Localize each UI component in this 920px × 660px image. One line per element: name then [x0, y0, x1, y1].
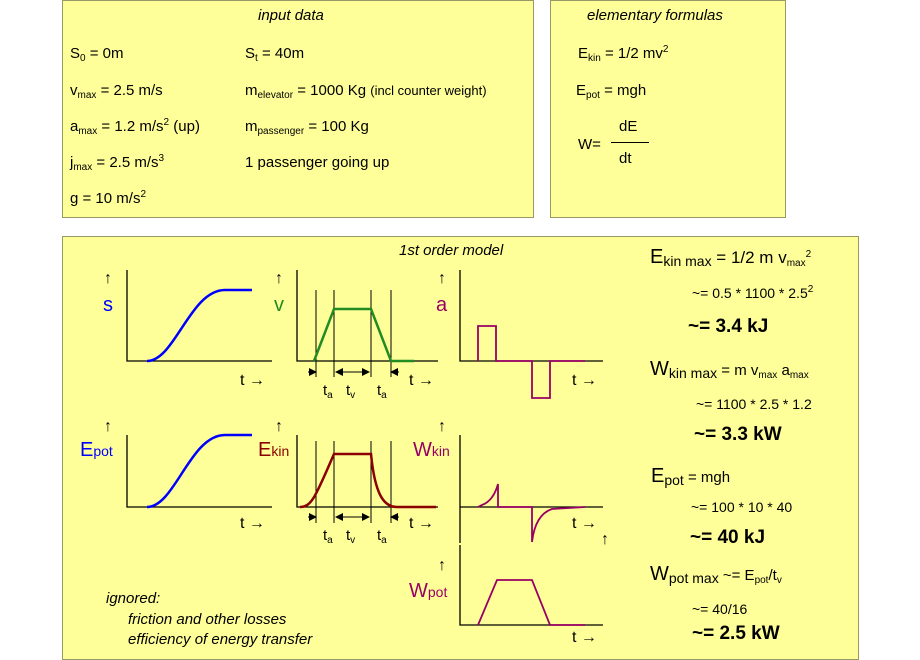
label-t-s: t →: [240, 372, 265, 389]
ignored-item-1: friction and other losses: [128, 611, 287, 628]
label-up-wpot: ↑: [438, 557, 446, 574]
label-wkin: Wkin: [413, 439, 450, 461]
passenger-note: 1 passenger going up: [245, 154, 390, 171]
label-wpot: Wpot: [409, 580, 448, 602]
formula-ekin: Ekin = 1/2 mv2: [578, 44, 669, 64]
epot-curve: [146, 433, 252, 509]
st-line: St = 40m: [245, 45, 305, 64]
formula-epot: Epot = mgh: [576, 82, 647, 101]
label-up-wkin-right: ↑: [601, 531, 609, 548]
label-up-a: ↑: [438, 270, 446, 287]
label-ta-1: ta: [323, 382, 333, 401]
axes-s: [126, 270, 272, 362]
formula-box: [550, 0, 786, 218]
formula-dt: dt: [619, 150, 632, 167]
result-wkin-value: ~= 3.3 kW: [694, 424, 782, 445]
g-line: g = 10 m/s2: [70, 189, 147, 207]
input-data-box: [62, 0, 534, 218]
result-wkin-calc: ~= 1100 * 2.5 * 1.2: [696, 396, 812, 412]
input-data-title: input data: [258, 7, 324, 24]
s0-line: S0 = 0m: [70, 45, 124, 64]
label-up-s: ↑: [104, 270, 112, 287]
result-epot-calc: ~= 100 * 10 * 40: [691, 499, 793, 515]
result-wpotmax: Wpot max ~= Epot/tv: [650, 563, 782, 586]
label-ta-3: ta: [323, 527, 333, 546]
v-curve: [312, 307, 414, 363]
result-ekinmax: Ekin max = 1/2 m vmax2: [650, 246, 812, 269]
label-t-epot: t →: [240, 515, 265, 532]
result-wpot-value: ~= 2.5 kW: [692, 623, 780, 644]
amax-line: amax = 1.2 m/s2 (up): [70, 117, 200, 137]
ignored-item-2: efficiency of energy transfer: [128, 631, 313, 648]
label-t-v: t →: [409, 372, 434, 389]
label-up-ekin: ↑: [275, 418, 283, 435]
result-wkinmax: Wkin max = m vmax amax: [650, 358, 809, 381]
label-t-wpot: t →: [572, 629, 597, 646]
label-tv-2: tv: [346, 527, 356, 546]
axes-wpot: [459, 545, 603, 626]
axes-a: [459, 270, 603, 362]
result-wpot-calc: ~= 40/16: [692, 601, 748, 617]
wpot-curve: [477, 579, 585, 626]
a-curve: [477, 325, 585, 399]
result-ekin-calc: ~= 0.5 * 1100 * 2.52: [692, 284, 814, 301]
label-up-epot: ↑: [104, 418, 112, 435]
label-s: s: [103, 294, 113, 316]
label-ta-2: ta: [377, 382, 387, 401]
label-ta-4: ta: [377, 527, 387, 546]
wkin-curve: [477, 483, 586, 543]
axes-epot: [126, 435, 272, 508]
label-t-a: t →: [572, 372, 597, 389]
result-epot-value: ~= 40 kJ: [690, 527, 766, 548]
vmax-line: vmax = 2.5 m/s: [70, 82, 163, 101]
m-elevator-line: melevator = 1000 Kg (incl counter weight…: [245, 82, 487, 101]
label-ekin: Ekin: [258, 439, 290, 461]
ekin-curve: [299, 452, 436, 509]
label-up-wkin: ↑: [438, 418, 446, 435]
formula-de: dE: [619, 118, 638, 135]
s-curve: [146, 288, 252, 363]
label-t-wkin: t →: [572, 515, 597, 532]
label-epot: Epot: [80, 439, 113, 461]
formula-w: W=: [578, 136, 601, 153]
fraction-bar: [611, 142, 649, 143]
result-epot: Epot = mgh: [651, 465, 731, 488]
label-a: a: [436, 294, 448, 316]
label-up-v: ↑: [275, 270, 283, 287]
result-ekin-value: ~= 3.4 kJ: [688, 316, 769, 337]
label-t-ekin: t →: [409, 515, 434, 532]
ignored-title: ignored:: [106, 590, 161, 607]
formula-box-title: elementary formulas: [587, 7, 723, 24]
m-passenger-line: mpassenger = 100 Kg: [245, 118, 369, 137]
model-title: 1st order model: [399, 242, 504, 259]
label-v: v: [274, 294, 284, 316]
label-tv-1: tv: [346, 382, 356, 401]
jmax-line: jmax = 2.5 m/s3: [70, 153, 165, 173]
